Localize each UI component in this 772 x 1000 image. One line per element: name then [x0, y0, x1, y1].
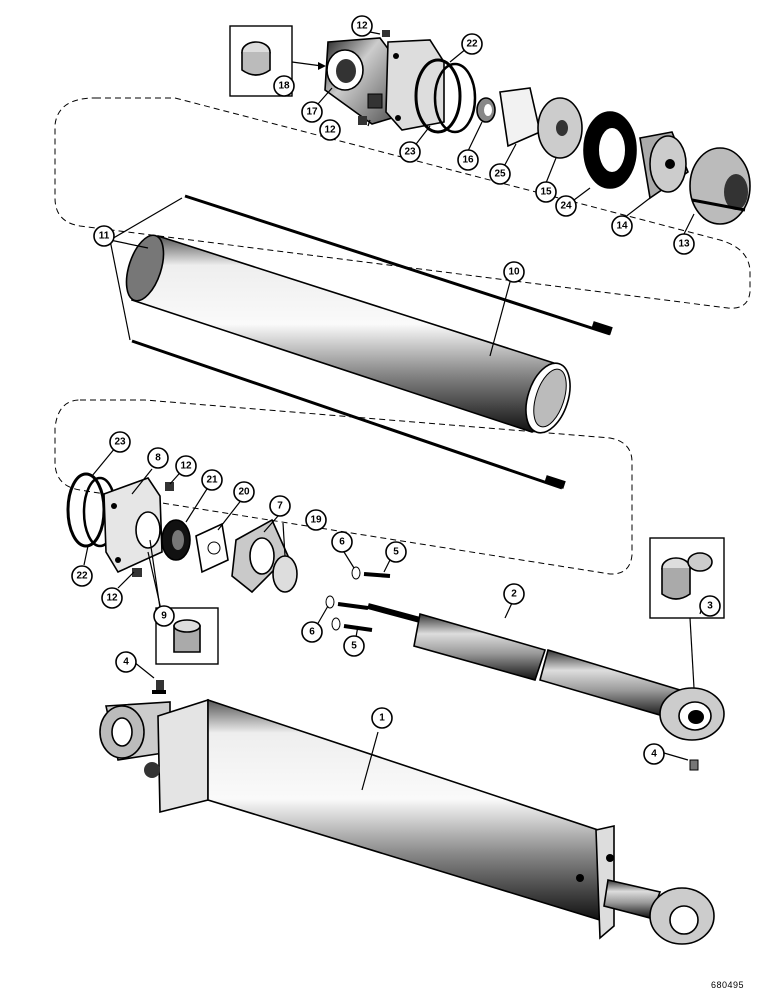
callout-2: 2 — [503, 583, 525, 605]
callout-6-lower: 6 — [301, 621, 323, 643]
svg-text:15: 15 — [540, 187, 552, 198]
svg-text:17: 17 — [306, 107, 318, 118]
fitting-12-upper — [358, 30, 390, 125]
callout-22-upper: 22 — [461, 33, 483, 55]
callout-4-upper: 4 — [115, 651, 137, 673]
svg-text:22: 22 — [466, 39, 478, 50]
svg-text:19: 19 — [310, 515, 322, 526]
svg-text:5: 5 — [351, 641, 357, 652]
svg-text:23: 23 — [404, 147, 416, 158]
piston-rod-2 — [367, 603, 725, 741]
gasket-20 — [195, 522, 229, 574]
callout-5-upper: 5 — [385, 541, 407, 563]
seal-21 — [161, 519, 191, 561]
svg-text:23: 23 — [114, 437, 126, 448]
callout-22-lower: 22 — [71, 565, 93, 587]
callout-16: 16 — [457, 149, 479, 171]
cylinder-tube — [125, 234, 571, 434]
svg-text:6: 6 — [309, 627, 315, 638]
svg-text:12: 12 — [180, 461, 192, 472]
bolts-5-washers-6 — [325, 566, 391, 632]
callout-12-lower-head-bottom: 12 — [101, 587, 123, 609]
retainer-7 — [231, 518, 289, 594]
callout-8: 8 — [147, 447, 169, 469]
callout-23-upper: 23 — [399, 141, 421, 163]
callout-18: 18 — [273, 75, 295, 97]
callout-20: 20 — [233, 481, 255, 503]
callout-11: 11 — [93, 225, 115, 247]
callout-17: 17 — [301, 101, 323, 123]
callout-19: 19 — [305, 509, 327, 531]
upper-group-outline — [54, 97, 751, 309]
grease-fittings-4 — [152, 680, 699, 771]
callout-23-lower: 23 — [109, 431, 131, 453]
callout-5-lower: 5 — [343, 635, 365, 657]
callout-10: 10 — [503, 261, 525, 283]
callout-6-upper: 6 — [331, 531, 353, 553]
svg-text:1: 1 — [379, 713, 385, 724]
svg-text:4: 4 — [123, 657, 129, 668]
callout-7: 7 — [269, 495, 291, 517]
bushing-detail-box-9 — [149, 539, 219, 665]
svg-text:20: 20 — [238, 487, 250, 498]
assembled-cylinder-1 — [99, 698, 715, 945]
svg-text:8: 8 — [155, 453, 161, 464]
callout-3: 3 — [699, 595, 721, 617]
callout-15: 15 — [535, 181, 557, 203]
callout-13: 13 — [673, 233, 695, 255]
svg-text:12: 12 — [356, 21, 368, 32]
svg-text:4: 4 — [651, 749, 657, 760]
svg-text:24: 24 — [560, 201, 572, 212]
svg-text:7: 7 — [277, 501, 283, 512]
piston-15 — [537, 97, 583, 159]
seal-25 — [499, 87, 541, 148]
svg-text:12: 12 — [106, 593, 118, 604]
head-8 — [103, 477, 174, 577]
svg-text:5: 5 — [393, 547, 399, 558]
callout-21: 21 — [201, 469, 223, 491]
reference-number: 680495 — [710, 980, 744, 990]
svg-text:12: 12 — [324, 125, 336, 136]
svg-text:18: 18 — [278, 81, 290, 92]
callout-12-lower-head-top: 12 — [175, 455, 197, 477]
callout-4-lower: 4 — [643, 743, 665, 765]
svg-text:16: 16 — [462, 155, 474, 166]
rod-end-head-17 — [324, 37, 396, 125]
wiper-19 — [272, 555, 298, 593]
callout-24: 24 — [555, 195, 577, 217]
svg-text:13: 13 — [678, 239, 690, 250]
svg-text:25: 25 — [494, 169, 506, 180]
callout-12-upper-head: 12 — [319, 119, 341, 141]
lower-group-outline — [54, 399, 633, 575]
svg-text:11: 11 — [99, 231, 110, 242]
callout-25: 25 — [489, 163, 511, 185]
piston-ring-24 — [583, 111, 637, 189]
spacer-16 — [476, 97, 496, 123]
piston-14 — [639, 131, 689, 200]
svg-text:22: 22 — [76, 571, 88, 582]
svg-text:3: 3 — [707, 601, 713, 612]
callout-1: 1 — [371, 707, 393, 729]
svg-text:6: 6 — [339, 537, 345, 548]
svg-text:14: 14 — [616, 221, 628, 232]
callout-14: 14 — [611, 215, 633, 237]
callout-12-top: 12 — [351, 15, 373, 37]
nut-13 — [689, 147, 751, 225]
svg-text:21: 21 — [206, 475, 218, 486]
svg-text:2: 2 — [511, 589, 517, 600]
svg-text:10: 10 — [508, 267, 520, 278]
callout-9: 9 — [153, 605, 175, 627]
svg-text:9: 9 — [161, 611, 167, 622]
o-rings-22-23-upper — [414, 58, 477, 134]
bushing-detail-box-3 — [649, 537, 725, 689]
